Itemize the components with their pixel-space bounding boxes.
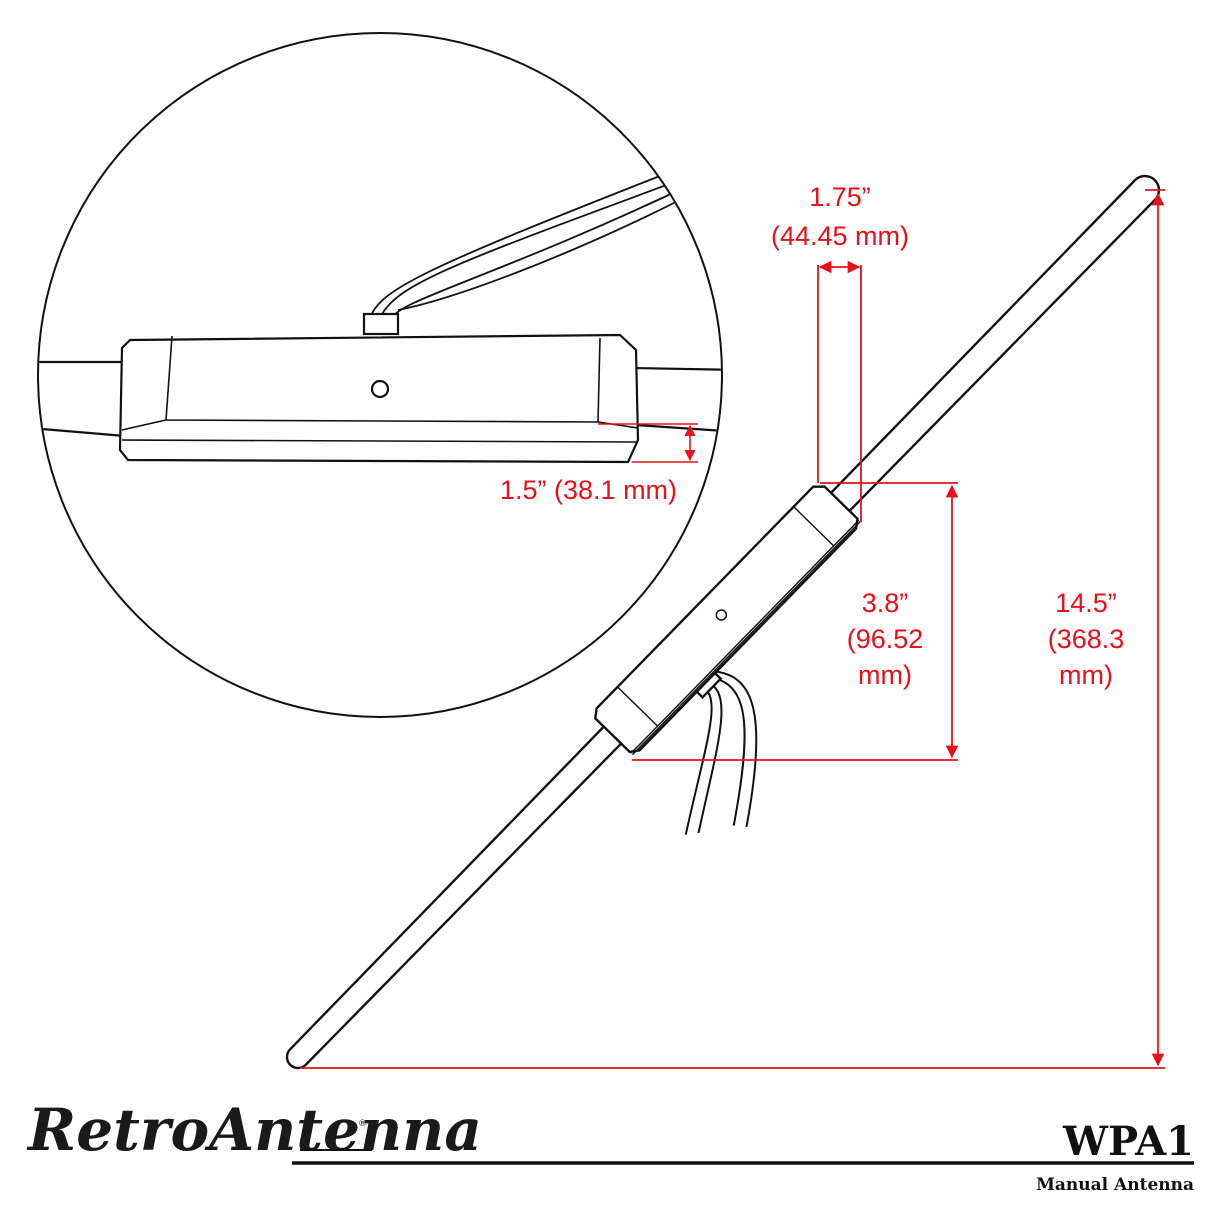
cable xyxy=(684,670,758,835)
housing-mm-label-2: mm) xyxy=(858,660,912,690)
antenna-housing xyxy=(594,485,859,754)
product-subtitle: Manual Antenna xyxy=(1036,1175,1194,1195)
svg-text:RetroAntenna: RetroAntenna xyxy=(26,1096,482,1164)
screw-hole xyxy=(715,609,728,621)
overall-mm-label-1: (368.3 xyxy=(1048,624,1125,654)
width-extension-lines xyxy=(817,265,862,522)
detail-height-label: 1.5” (38.1 mm) xyxy=(500,475,677,505)
overall-in-label: 14.5” xyxy=(1055,588,1117,618)
rod-left-detail xyxy=(39,360,130,438)
rod-right-detail xyxy=(631,366,721,434)
overall-extension-lines xyxy=(300,189,1165,1069)
overall-mm-label-2: mm) xyxy=(1059,660,1113,690)
width-mm-label: (44.45 mm) xyxy=(771,221,909,251)
antenna xyxy=(285,174,1161,1070)
svg-text:®: ® xyxy=(358,1119,367,1129)
width-in-label: 1.75” xyxy=(809,182,871,212)
detail-magnifier xyxy=(37,32,723,718)
dimension-lines xyxy=(300,189,1165,1069)
housing-detail xyxy=(118,333,640,464)
detail-height-dimension xyxy=(598,423,698,463)
cable-connector xyxy=(362,312,400,336)
brand-logo: RetroAntenna ® xyxy=(26,1096,482,1164)
housing-mm-label-1: (96.52 xyxy=(847,624,924,654)
model-number: WPA1 xyxy=(1062,1118,1194,1165)
cable-detail xyxy=(369,171,691,319)
screw-hole xyxy=(370,379,390,399)
housing-extension-lines xyxy=(632,482,958,761)
housing-in-label: 3.8” xyxy=(862,588,909,618)
